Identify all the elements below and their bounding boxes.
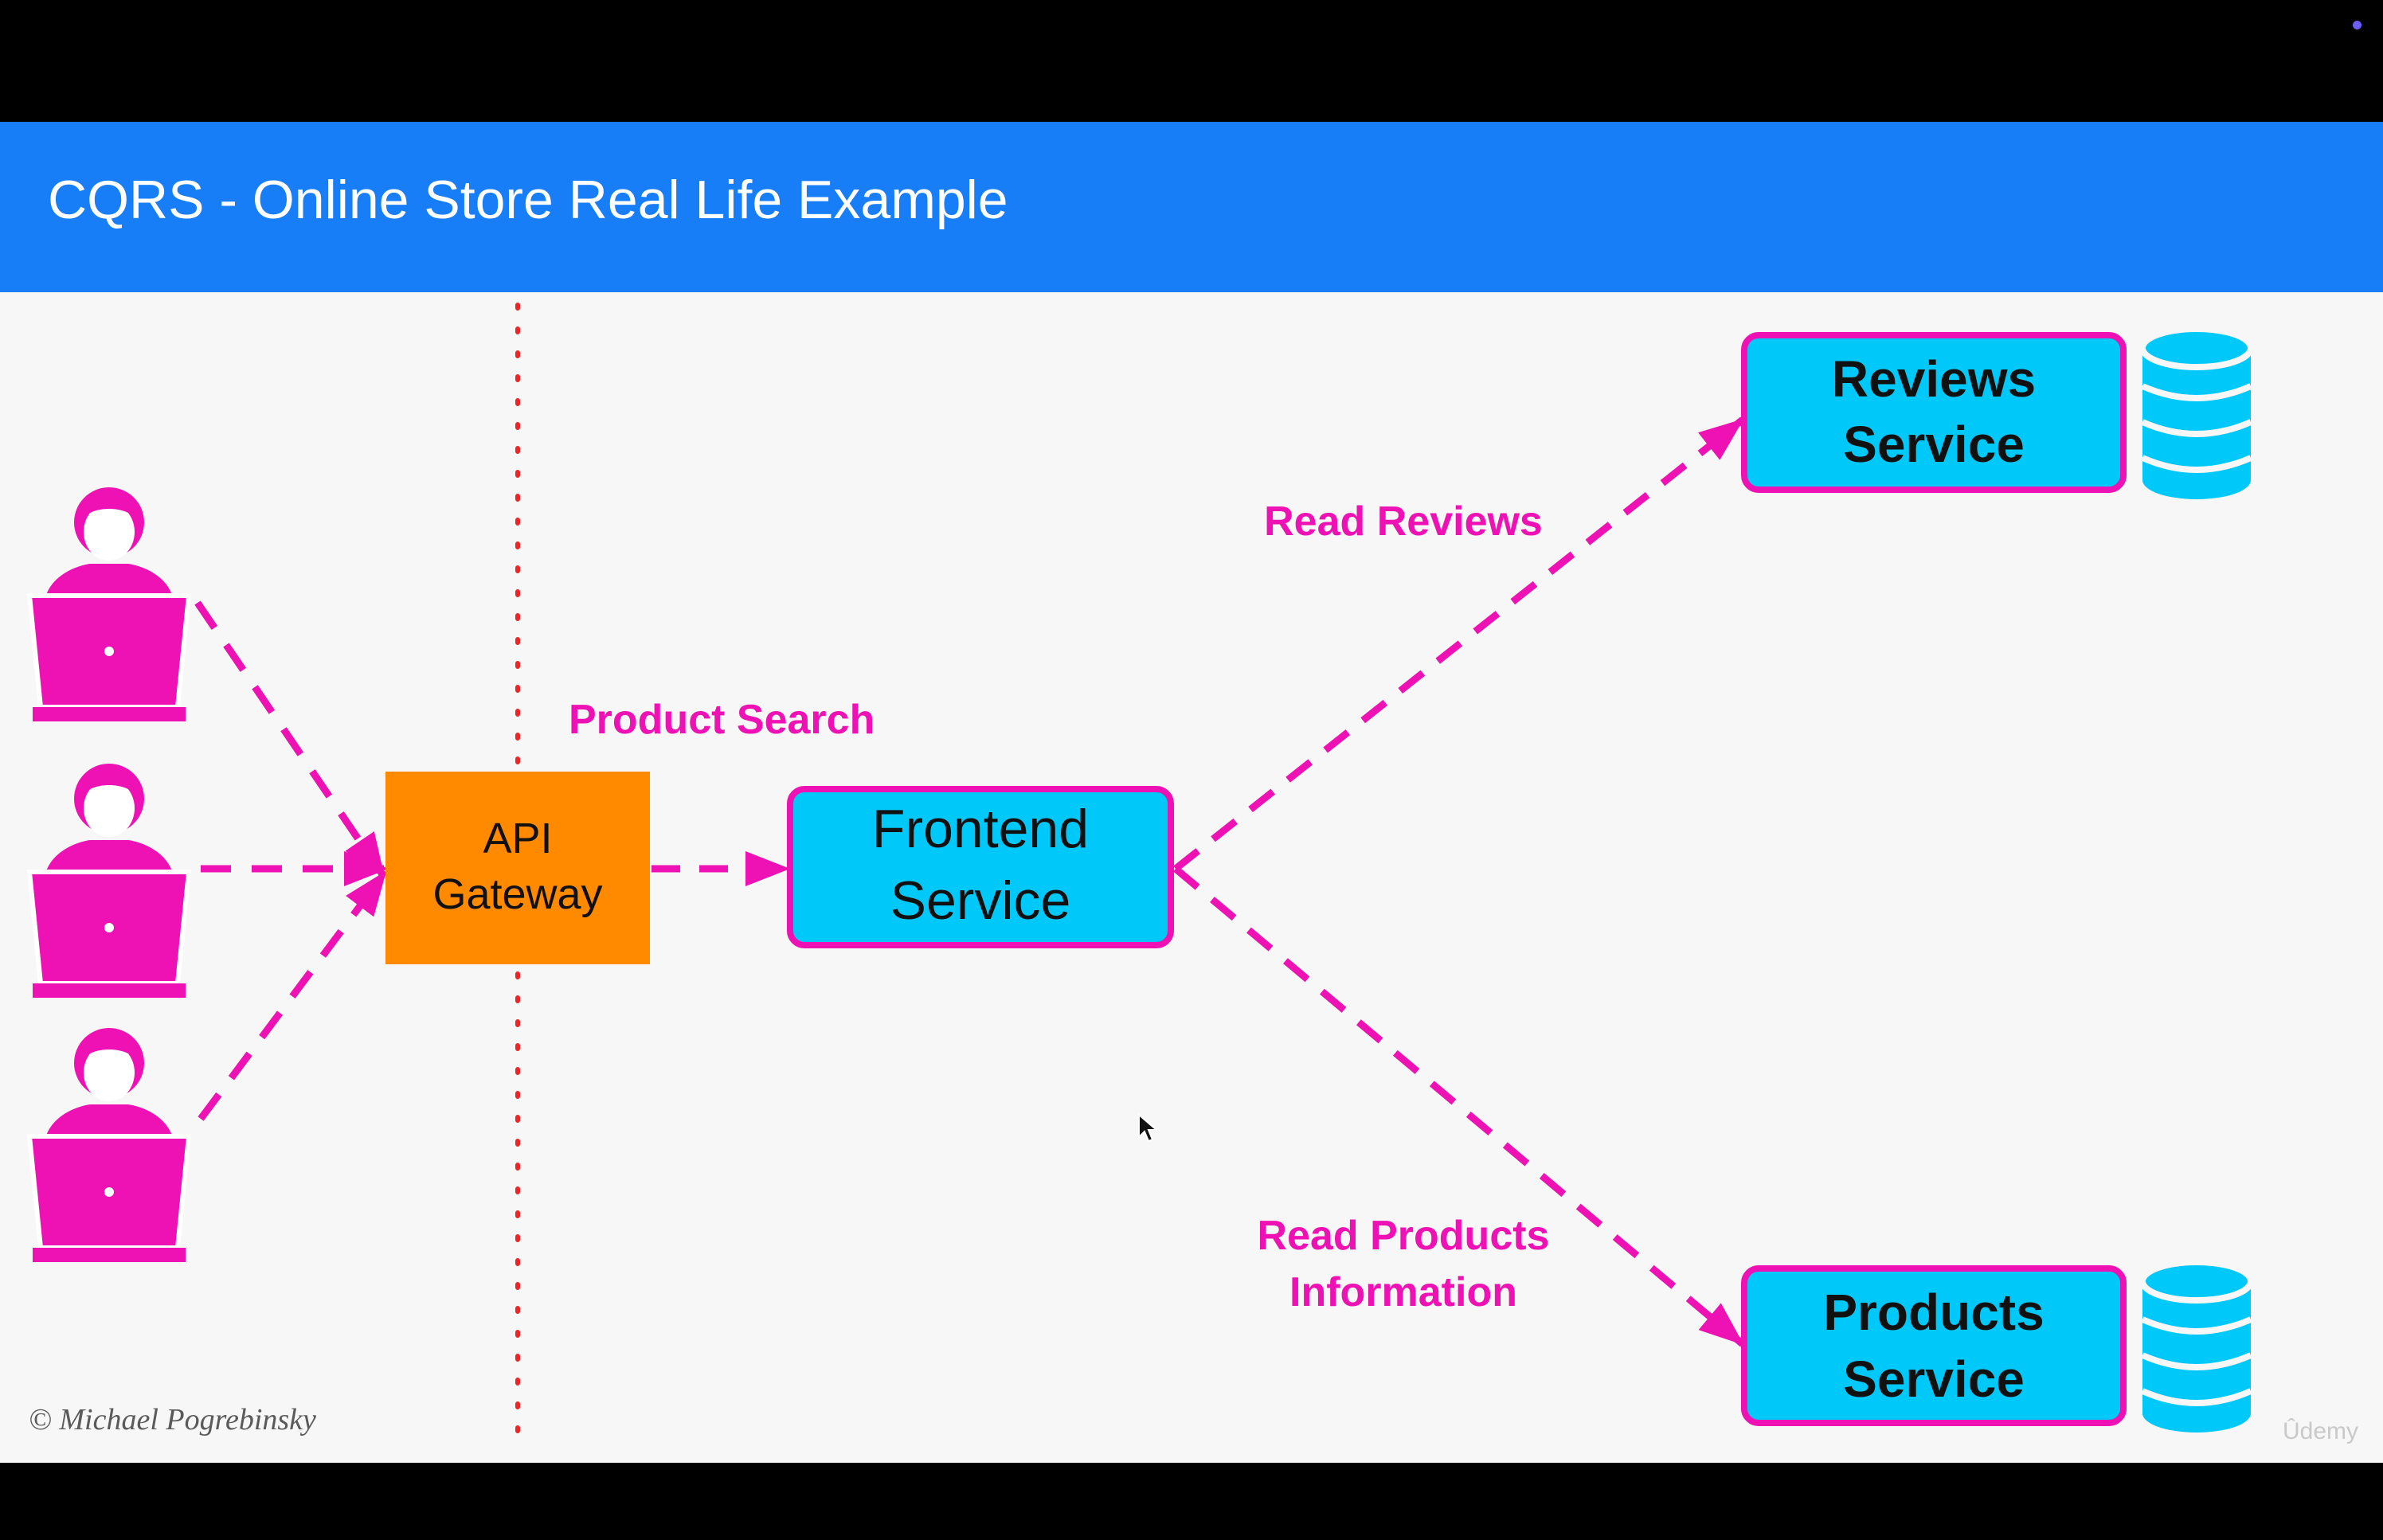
reviews-service-label-line1: Reviews (1832, 350, 2036, 408)
api-gateway-label-line2: Gateway (432, 870, 602, 918)
copyright-notice: © Michael Pogrebinsky (29, 1403, 316, 1436)
user-laptop-icon (29, 487, 189, 721)
udemy-watermark: Ûdemy (2283, 1418, 2359, 1444)
user-laptop-icon (29, 1028, 189, 1262)
frontend-service-node: Frontend Service (787, 786, 1174, 948)
products-service-label-line1: Products (1823, 1284, 2044, 1341)
read-products-label-line2: Information (1289, 1269, 1517, 1315)
cqrs-diagram: API Gateway Product Search Frontend Serv… (0, 303, 2383, 1446)
arrow-user3-to-gateway (198, 870, 389, 1121)
frontend-service-label-line2: Service (890, 870, 1071, 931)
reviews-service-label-line2: Service (1843, 416, 2025, 473)
api-gateway-label-line1: API (483, 815, 552, 862)
products-service-label-line2: Service (1843, 1350, 2025, 1408)
mouse-cursor-icon (1138, 1113, 1158, 1143)
slide: CQRS - Online Store Real Life Example (0, 122, 2383, 1463)
arrow-frontend-to-reviews (1173, 416, 1745, 872)
api-gateway-node: API Gateway (385, 772, 650, 964)
recording-indicator-dot (2353, 21, 2361, 29)
database-icon (2142, 329, 2251, 499)
read-reviews-label: Read Reviews (1264, 498, 1543, 545)
products-service-node: Products Service (1741, 1265, 2127, 1426)
read-products-label-line1: Read Products (1258, 1213, 1550, 1259)
title-bar: CQRS - Online Store Real Life Example (0, 122, 2383, 292)
slide-title: CQRS - Online Store Real Life Example (48, 170, 1008, 230)
frontend-service-label-line1: Frontend (872, 799, 1089, 859)
database-icon (2142, 1262, 2251, 1433)
product-search-label: Product Search (569, 697, 875, 743)
arrow-frontend-to-products (1173, 866, 1745, 1347)
reviews-service-node: Reviews Service (1741, 332, 2127, 493)
arrow-user1-to-gateway (194, 600, 387, 879)
user-laptop-icon (29, 764, 189, 998)
